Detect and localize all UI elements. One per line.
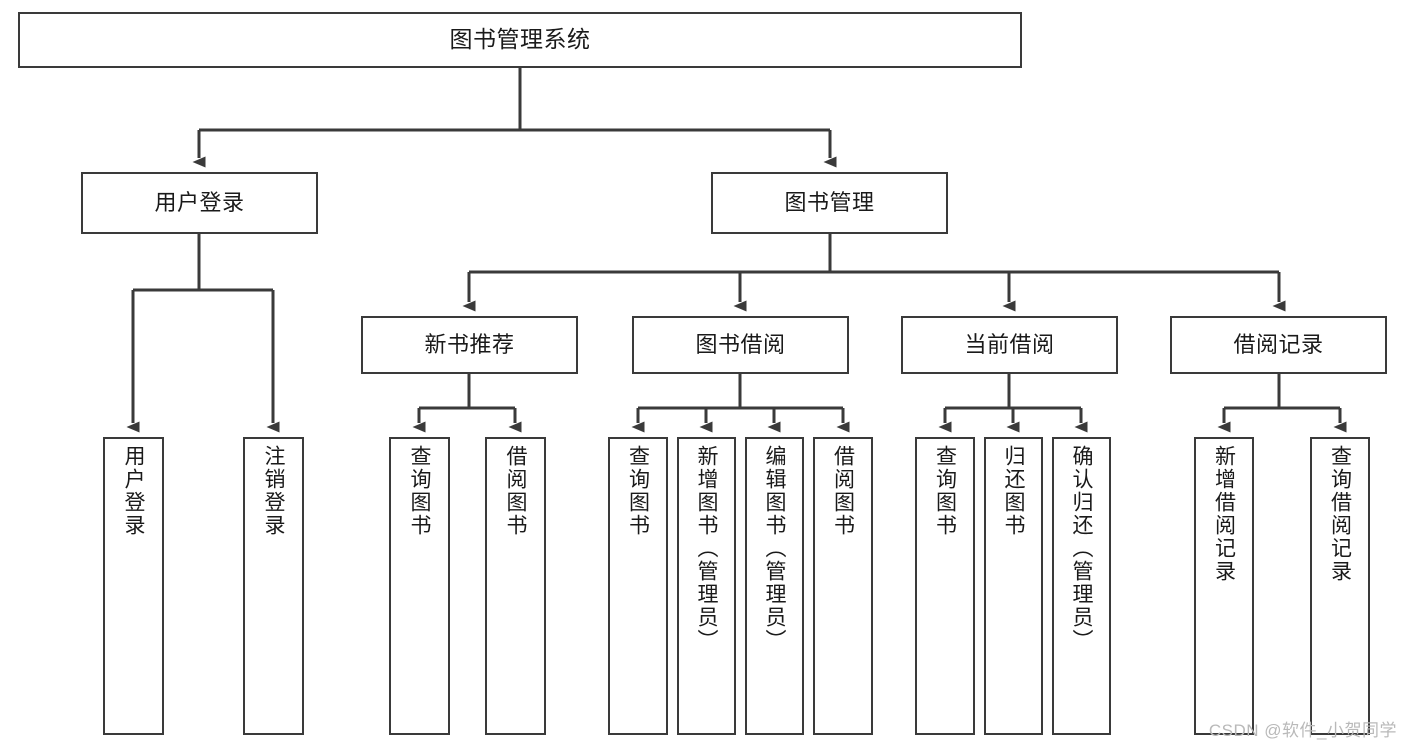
- node-leaf-query-book-rec[interactable]: 查询图书: [389, 437, 450, 735]
- node-leaf-confirm-return[interactable]: 确认归还（管理员）: [1052, 437, 1111, 735]
- node-root-label: 图书管理系统: [449, 26, 591, 53]
- node-leaf-query-book-cur[interactable]: 查询图书: [915, 437, 975, 735]
- node-book-borrow-label: 图书借阅: [695, 331, 786, 357]
- node-leaf-confirm-return-label: 确认归还（管理员）: [1070, 445, 1093, 652]
- node-leaf-query-book-cur-label: 查询图书: [933, 445, 957, 537]
- node-borrow-record-label: 借阅记录: [1233, 331, 1324, 357]
- node-leaf-user-login-label: 用户登录: [122, 445, 145, 537]
- node-leaf-edit-book-label: 编辑图书（管理员）: [763, 445, 786, 652]
- node-borrow-record[interactable]: 借阅记录: [1170, 316, 1387, 374]
- node-book-management-label: 图书管理: [784, 189, 875, 215]
- node-leaf-user-login[interactable]: 用户登录: [103, 437, 164, 735]
- node-leaf-add-book-label: 新增图书（管理员）: [695, 445, 718, 652]
- node-leaf-logout-label: 注销登录: [262, 445, 285, 537]
- node-leaf-edit-book[interactable]: 编辑图书（管理员）: [745, 437, 804, 735]
- node-leaf-query-book-rec-label: 查询图书: [408, 445, 431, 537]
- node-leaf-add-record-label: 新增借阅记录: [1212, 445, 1236, 583]
- node-leaf-return-book-label: 归还图书: [1002, 445, 1025, 537]
- node-leaf-add-book[interactable]: 新增图书（管理员）: [677, 437, 736, 735]
- node-leaf-return-book[interactable]: 归还图书: [984, 437, 1043, 735]
- node-leaf-borrow-book-rec[interactable]: 借阅图书: [485, 437, 546, 735]
- node-root[interactable]: 图书管理系统: [18, 12, 1022, 68]
- node-new-book-recommend-label: 新书推荐: [424, 331, 515, 357]
- node-current-borrow-label: 当前借阅: [964, 331, 1055, 357]
- node-book-management[interactable]: 图书管理: [711, 172, 948, 234]
- node-book-borrow[interactable]: 图书借阅: [632, 316, 849, 374]
- node-leaf-query-record[interactable]: 查询借阅记录: [1310, 437, 1370, 735]
- node-user-login-label: 用户登录: [154, 189, 245, 215]
- node-leaf-logout[interactable]: 注销登录: [243, 437, 304, 735]
- watermark: CSDN @软件_小贺同学: [1208, 721, 1397, 740]
- node-current-borrow[interactable]: 当前借阅: [901, 316, 1118, 374]
- node-leaf-add-record[interactable]: 新增借阅记录: [1194, 437, 1254, 735]
- node-leaf-query-book-borrow[interactable]: 查询图书: [608, 437, 668, 735]
- node-leaf-query-book-borrow-label: 查询图书: [626, 445, 650, 537]
- node-user-login[interactable]: 用户登录: [81, 172, 318, 234]
- node-leaf-query-record-label: 查询借阅记录: [1328, 445, 1352, 583]
- node-leaf-borrow-book-label: 借阅图书: [831, 445, 855, 537]
- node-leaf-borrow-book[interactable]: 借阅图书: [813, 437, 873, 735]
- node-new-book-recommend[interactable]: 新书推荐: [361, 316, 578, 374]
- node-leaf-borrow-book-rec-label: 借阅图书: [504, 445, 527, 537]
